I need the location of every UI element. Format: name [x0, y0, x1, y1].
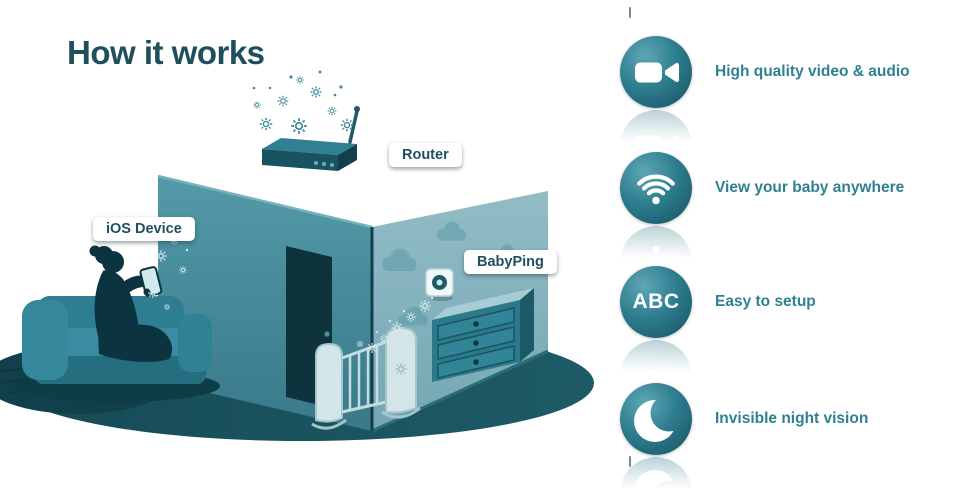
babyping-label: BabyPing [464, 250, 557, 274]
abc-icon: ABC [620, 266, 692, 338]
babyping-camera-graphic [425, 268, 454, 301]
video-camera-icon-wrap [620, 36, 692, 182]
abc-icon-text: ABC [632, 290, 680, 313]
icon-reflection [620, 457, 692, 491]
feature-list: High quality video & audio View your bab… [620, 0, 956, 491]
router-label: Router [389, 143, 462, 167]
feature-item-wifi: View your baby anywhere [620, 152, 905, 298]
moon-icon [620, 383, 692, 455]
feature-item-video: High quality video & audio [620, 36, 910, 182]
feature-label-wifi: View your baby anywhere [715, 179, 905, 196]
router-sparkles [252, 70, 354, 135]
divider-tick-top [629, 7, 631, 18]
video-camera-icon [620, 36, 692, 108]
scene-svg [0, 70, 594, 441]
door-knob [324, 331, 330, 337]
mother-silhouette [89, 245, 173, 362]
feature-item-night: Invisible night vision [620, 383, 869, 491]
feature-label-night: Invisible night vision [715, 410, 869, 427]
wifi-icon [620, 152, 692, 224]
dresser-graphic [432, 288, 534, 382]
scene-illustration: iOS Device Router BabyPing [0, 70, 594, 441]
babyping-sparkles [356, 296, 434, 354]
feature-item-abc: ABC ABC Easy to setup [620, 266, 816, 412]
page-title: How it works [67, 34, 265, 71]
abc-icon-wrap: ABC ABC [620, 266, 692, 412]
crib-graphic [311, 326, 421, 430]
divider-tick-bottom [629, 456, 631, 467]
ios-device-label: iOS Device [93, 217, 195, 241]
wifi-icon-wrap [620, 152, 692, 298]
router-graphic [262, 106, 360, 171]
moon-icon-wrap [620, 383, 692, 491]
feature-label-video: High quality video & audio [715, 63, 910, 80]
feature-label-abc: Easy to setup [715, 293, 816, 310]
